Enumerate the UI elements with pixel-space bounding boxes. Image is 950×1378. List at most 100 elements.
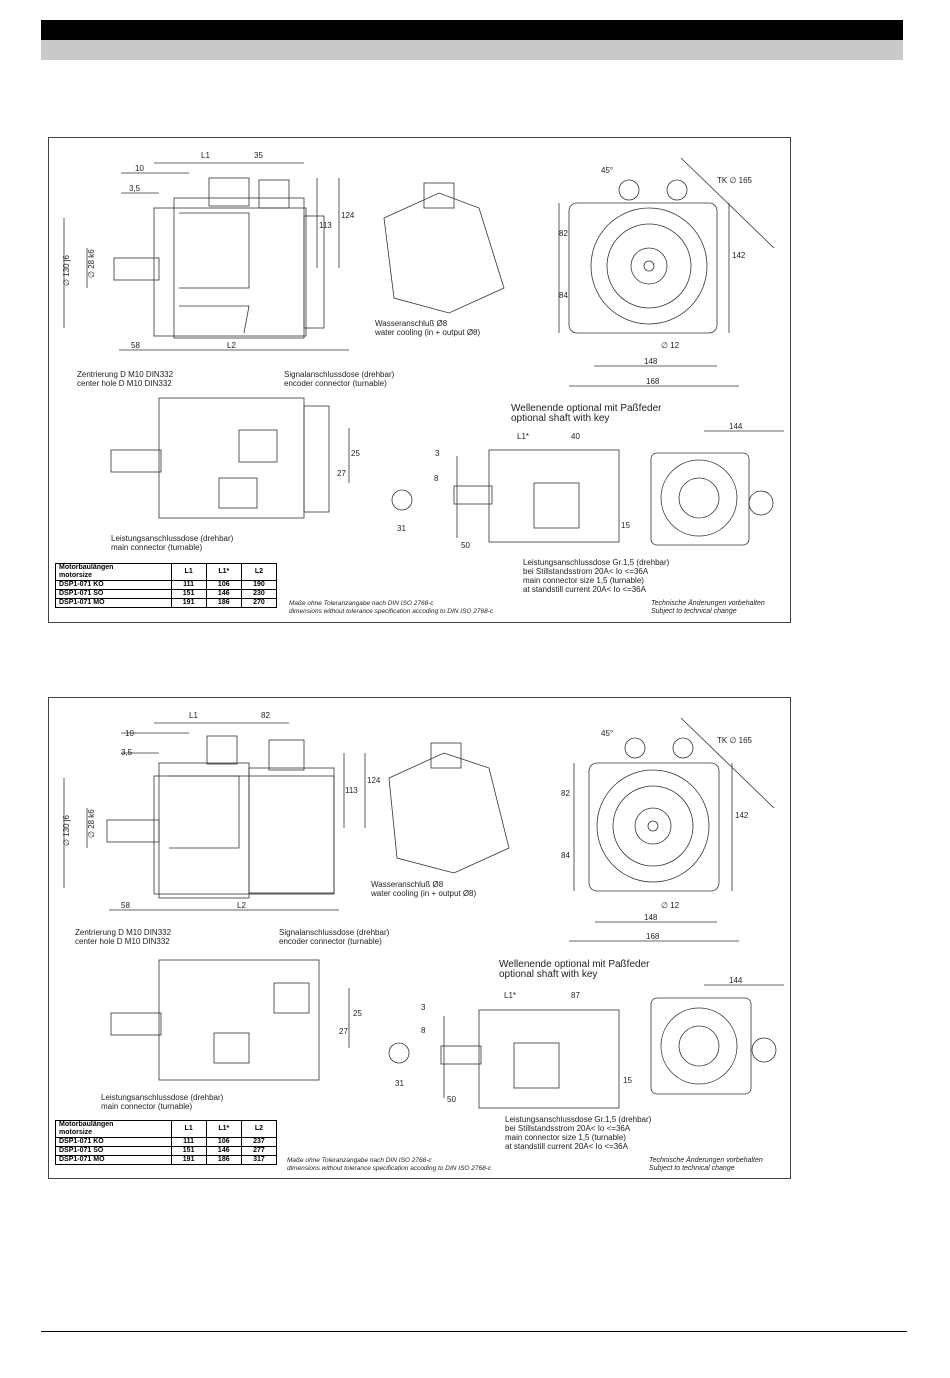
dim-168: 168: [646, 932, 660, 941]
dim-50: 50: [447, 1095, 456, 1104]
note-encoder-connector: Signalanschlussdose (drehbar)encoder con…: [279, 928, 390, 946]
dim-l1-star: L1*: [504, 991, 516, 1000]
motor-shaft: [113, 257, 160, 281]
dim-124: 124: [341, 211, 355, 220]
dim-113: 113: [319, 221, 332, 230]
dim-142: 142: [732, 251, 746, 260]
dim-l2: L2: [237, 901, 246, 910]
dim-87: 87: [571, 991, 580, 1000]
dim-130: ∅ 130 j6: [62, 254, 71, 286]
dim-144: 144: [729, 422, 743, 431]
dim-35: 35: [254, 151, 263, 160]
motor-side-body: [153, 207, 307, 337]
footer-rule: [41, 1331, 907, 1332]
dim-148: 148: [644, 357, 658, 366]
header-grey-bar: [41, 40, 903, 60]
dim-l1-star: L1*: [517, 432, 529, 441]
dim-45: 45°: [601, 729, 613, 738]
dim-142: 142: [735, 811, 749, 820]
dimension-drawing-2: L1 82 10 3,5 113 124 ∅ 130 j6 ∅ 28 k6 58…: [48, 697, 791, 1179]
motor-shaft-option: [478, 1009, 620, 1109]
dim-15: 15: [623, 1076, 632, 1085]
dim-tk: TK ∅ 165: [717, 736, 753, 745]
motor-front-small: [650, 997, 752, 1095]
dim-15: 15: [621, 521, 630, 530]
dim-84: 84: [559, 291, 568, 300]
dim-148: 148: [644, 913, 658, 922]
dim-12: ∅ 12: [661, 341, 680, 350]
dim-82: 82: [561, 789, 570, 798]
motor-side-body-lower: [158, 397, 305, 519]
note-main-connector: Leistungsanschlussdose (drehbar)main con…: [101, 1093, 224, 1111]
dim-3-5: 3,5: [121, 748, 133, 757]
dim-tk: TK ∅ 165: [717, 176, 753, 185]
note-main-connector: Leistungsanschlussdose (drehbar)main con…: [111, 534, 234, 552]
motor-shaft-option: [488, 449, 620, 543]
motor-iso-body: [383, 192, 505, 314]
dim-8: 8: [434, 474, 439, 483]
dim-l1: L1: [189, 711, 198, 720]
dim-124: 124: [367, 776, 381, 785]
dim-113: 113: [345, 786, 358, 795]
motor-front-flange: [588, 762, 720, 892]
drawing-1-graphics: L1 35 10 3,5 113 124 ∅ 130 j6 ∅ 28 k6 58…: [62, 151, 784, 550]
dim-58: 58: [131, 341, 140, 350]
dim-12: ∅ 12: [661, 901, 680, 910]
dim-50: 50: [461, 541, 470, 550]
header-black-bar: [41, 20, 903, 40]
dim-31: 31: [395, 1079, 404, 1088]
dim-3-5: 3,5: [129, 184, 141, 193]
note-tolerance: Maße ohne Toleranzangabe nach DIN ISO 27…: [289, 600, 494, 615]
dim-168: 168: [646, 377, 660, 386]
dim-27: 27: [339, 1027, 348, 1036]
dim-3: 3: [435, 449, 440, 458]
dim-144: 144: [729, 976, 743, 985]
dim-31: 31: [397, 524, 406, 533]
dim-10: 10: [125, 729, 134, 738]
dim-25: 25: [351, 449, 360, 458]
note-main-connector-size: Leistungsanschlussdose Gr.1,5 (drehbar)b…: [505, 1115, 652, 1151]
dim-58: 58: [121, 901, 130, 910]
dim-84: 84: [561, 851, 570, 860]
motor-front-flange: [568, 202, 718, 334]
dim-40: 40: [571, 432, 580, 441]
dim-82-top: 82: [261, 711, 270, 720]
motor-side-body: [153, 775, 335, 895]
drawing-2-graphics: L1 82 10 3,5 113 124 ∅ 130 j6 ∅ 28 k6 58…: [62, 711, 784, 1109]
motor-shaft: [106, 819, 160, 843]
note-tolerance: Maße ohne Toleranzangabe nach DIN ISO 27…: [287, 1157, 492, 1172]
note-main-connector-size: Leistungsanschlussdose Gr.1,5 (drehbar)b…: [523, 558, 670, 594]
dim-27: 27: [337, 469, 346, 478]
motor-side-body-lower: [158, 959, 320, 1081]
note-encoder-connector: Signalanschlussdose (drehbar)encoder con…: [284, 370, 395, 388]
dim-25: 25: [353, 1009, 362, 1018]
dim-3: 3: [421, 1003, 426, 1012]
dimension-drawing-1: L1 35 10 3,5 113 124 ∅ 130 j6 ∅ 28 k6 58…: [48, 137, 791, 623]
dim-10: 10: [135, 164, 144, 173]
dim-45: 45°: [601, 166, 613, 175]
dim-82: 82: [559, 229, 568, 238]
dim-l2: L2: [227, 341, 236, 350]
motor-iso-body: [388, 752, 510, 874]
motor-front-small: [650, 452, 750, 546]
dim-130: ∅ 130 j6: [62, 814, 71, 846]
dim-28: ∅ 28 k6: [87, 249, 96, 278]
